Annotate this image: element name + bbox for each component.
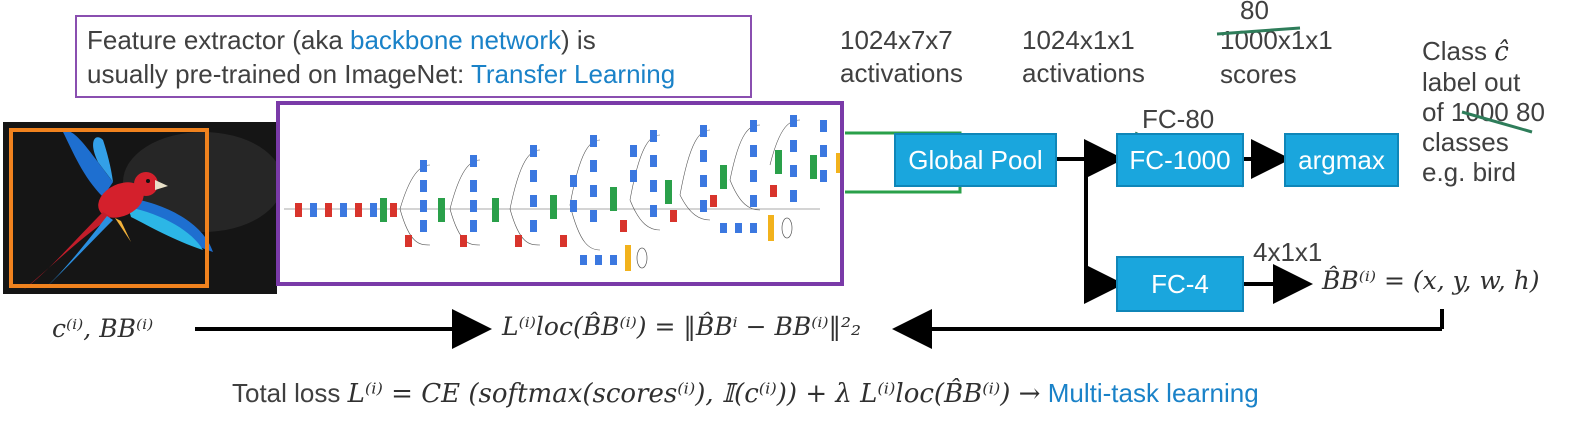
activations-7x7-label: 1024x7x7 activations	[840, 24, 963, 90]
multi-task-learning-link: Multi-task learning	[1047, 378, 1259, 408]
act2-label: activations	[1022, 58, 1145, 88]
backbone-network-diagram	[276, 101, 844, 286]
class-line4: classes	[1422, 127, 1509, 157]
act1-label: activations	[840, 58, 963, 88]
bbox-prediction-equation: B̂B⁽ⁱ⁾ = (x, y, w, h)	[1322, 266, 1540, 295]
object-bounding-box	[9, 128, 209, 288]
backbone-note: Feature extractor (aka backbone network)…	[75, 15, 752, 98]
total-loss-prefix: Total loss	[232, 378, 348, 408]
scores-label: scores	[1220, 59, 1297, 89]
act2-size: 1024x1x1	[1022, 25, 1135, 55]
input-image	[3, 122, 277, 294]
fc4-output-size: 4x1x1	[1253, 237, 1323, 267]
class-label-text: Class ĉ label out of 1000 80 classes e.g…	[1422, 36, 1545, 187]
activations-1x1-label: 1024x1x1 activations	[1022, 24, 1145, 90]
class-line5: e.g. bird	[1422, 157, 1516, 187]
localization-loss-equation: L⁽ⁱ⁾loc(B̂B⁽ⁱ⁾) = ‖B̂Bⁱ − BB⁽ⁱ⁾‖²₂	[502, 312, 862, 341]
transfer-learning-link: Transfer Learning	[470, 59, 676, 89]
class-line3a: of	[1422, 97, 1451, 127]
act1-size: 1024x7x7	[840, 25, 953, 55]
fc-80-label: FC-80	[1142, 104, 1215, 134]
note-text: Feature extractor (aka	[87, 25, 350, 55]
ground-truth-label: c⁽ⁱ⁾, BB⁽ⁱ⁾	[52, 314, 154, 343]
inception-network-graphic	[284, 115, 840, 271]
total-loss-line: Total loss L⁽ⁱ⁾ = CE (softmax(scores⁽ⁱ⁾)…	[232, 378, 1259, 409]
global-pool-box: Global Pool	[894, 133, 1057, 187]
total-loss-equation: L⁽ⁱ⁾ = CE (softmax(scores⁽ⁱ⁾), 𝕀(c⁽ⁱ⁾)) …	[347, 379, 1041, 409]
fc-1000-box: FC-1000	[1116, 133, 1244, 187]
note-text: usually pre-trained on ImageNet:	[87, 59, 471, 89]
class-line2: label out	[1422, 67, 1521, 97]
class-line3b: 80	[1508, 97, 1545, 127]
class-symbol: ĉ	[1494, 37, 1509, 67]
backbone-network-link: backbone network	[350, 25, 562, 55]
note-text: ) is	[561, 25, 596, 55]
class-line1: Class	[1422, 36, 1495, 66]
argmax-box: argmax	[1284, 133, 1399, 187]
scores-override: 80	[1240, 0, 1269, 25]
fc-4-box: FC-4	[1116, 256, 1244, 312]
parrot-illustration	[3, 122, 277, 294]
